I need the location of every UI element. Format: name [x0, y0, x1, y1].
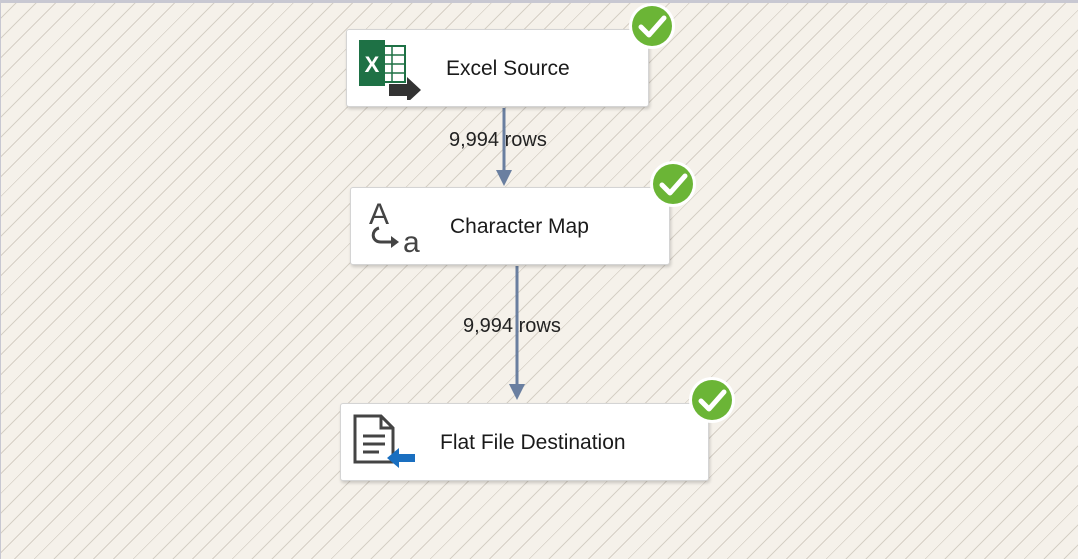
- character-map-success-icon: [650, 161, 696, 207]
- excel-source-label: Excel Source: [446, 57, 570, 80]
- excel-source-component[interactable]: X Excel Source: [346, 29, 649, 107]
- flat-file-destination-icon: [353, 414, 415, 468]
- svg-text:A: A: [369, 198, 389, 231]
- flat-file-destination-label: Flat File Destination: [440, 431, 626, 454]
- character-map-icon: A a: [369, 198, 420, 258]
- character-map-component[interactable]: A a Character Map: [350, 187, 670, 265]
- canvas-top-border: [0, 0, 1078, 3]
- data-path-2-row-count: 9,994 rows: [463, 315, 561, 337]
- data-path-1[interactable]: [495, 108, 515, 188]
- flat-file-destination-success-icon: [689, 377, 735, 423]
- flat-file-destination-component[interactable]: Flat File Destination: [340, 403, 709, 481]
- svg-text:X: X: [365, 52, 380, 77]
- excel-source-success-icon: [629, 3, 675, 49]
- canvas-left-border: [0, 0, 1, 559]
- excel-source-icon: X: [359, 40, 421, 100]
- data-path-2[interactable]: [508, 266, 528, 404]
- svg-text:a: a: [403, 226, 420, 258]
- character-map-label: Character Map: [450, 215, 589, 238]
- data-path-1-row-count: 9,994 rows: [449, 129, 547, 151]
